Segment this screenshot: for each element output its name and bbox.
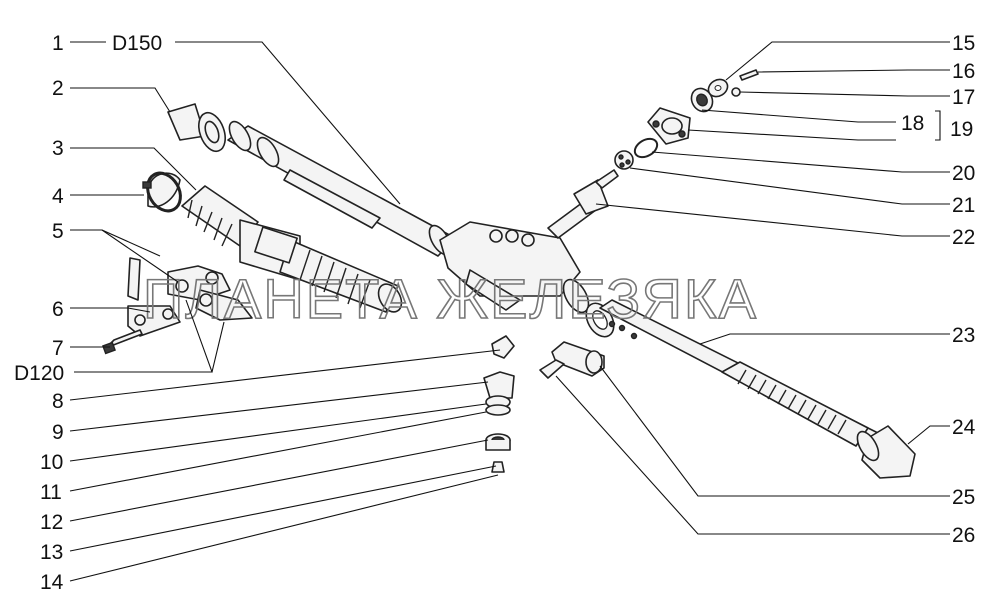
callout-16: 16 [952, 60, 975, 83]
callout-18: 18 [901, 112, 924, 135]
part-18-20-bearing [633, 87, 714, 159]
callouts-left: 1 D150 2 3 4 5 6 7 D120 8 9 10 11 12 13 … [14, 32, 162, 594]
callout-13: 13 [40, 541, 63, 564]
callout-4: 4 [52, 185, 64, 208]
callout-26: 26 [952, 524, 975, 547]
part-2-cap [167, 103, 226, 153]
callout-3: 3 [52, 137, 64, 160]
callout-20: 20 [952, 162, 975, 185]
callout-24: 24 [952, 416, 976, 439]
callout-14: 14 [40, 571, 64, 594]
callout-11: 11 [40, 481, 62, 504]
callout-2: 2 [52, 77, 64, 100]
callout-d120: D120 [14, 362, 64, 385]
part-4-clamp [142, 171, 182, 213]
callout-8: 8 [52, 390, 64, 413]
part-8-14-plunger-stack [483, 335, 515, 473]
callout-22: 22 [952, 226, 975, 249]
part-5-6-7-brackets [102, 257, 253, 355]
watermark-text: ПЛАНЕТА ЖЕЛЕЗЯКА [143, 267, 758, 330]
callout-1: 1 [52, 32, 64, 55]
callout-12: 12 [40, 511, 63, 534]
callout-d150: D150 [112, 32, 162, 55]
callout-10: 10 [40, 451, 63, 474]
part-drawings [102, 69, 916, 479]
callout-23: 23 [952, 324, 975, 347]
part-15-16-17-fasteners [707, 69, 759, 98]
callout-9: 9 [52, 421, 64, 444]
callout-15: 15 [952, 32, 975, 55]
callout-5: 5 [52, 220, 64, 243]
callout-6: 6 [52, 298, 64, 321]
callout-21: 21 [952, 194, 975, 217]
callouts-right: 15 16 17 18 19 20 21 22 23 24 25 26 [901, 32, 976, 547]
part-housing [439, 221, 615, 338]
part-25-26-support [539, 341, 605, 379]
part-24-end-cap [856, 425, 916, 479]
callout-19: 19 [950, 118, 973, 141]
part-21-22-pinion [547, 150, 634, 239]
callout-17: 17 [952, 86, 975, 109]
callout-7: 7 [52, 337, 64, 360]
leader-lines [69, 41, 950, 582]
callout-25: 25 [952, 486, 975, 509]
part-3-boot [181, 185, 403, 313]
